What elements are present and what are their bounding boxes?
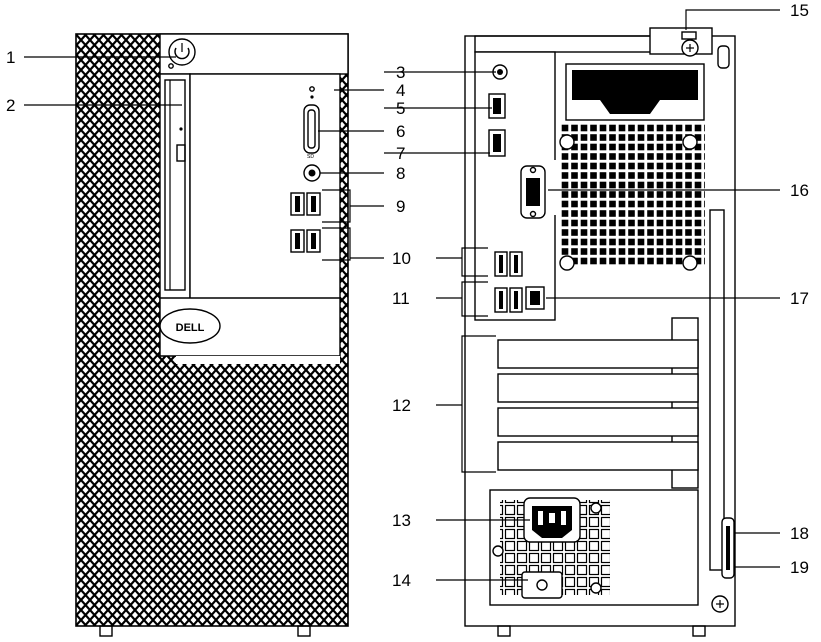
front-foot-right xyxy=(297,625,311,637)
power-light xyxy=(168,63,174,69)
callout-10: 10 xyxy=(392,249,411,268)
hdmi-port xyxy=(488,93,506,119)
optical-drive-slot xyxy=(164,79,186,291)
callout-13: 13 xyxy=(392,511,411,530)
callout-lines xyxy=(24,9,780,581)
dell-logo-badge xyxy=(159,308,221,344)
front-usb2-ports xyxy=(290,192,321,216)
sd-card-reader xyxy=(303,104,320,154)
rear-view xyxy=(464,27,736,637)
rear-fan-vent xyxy=(560,122,705,267)
callout-19: 19 xyxy=(790,558,809,577)
expansion-card-slots xyxy=(497,317,699,489)
power-icon xyxy=(174,47,190,60)
callout-11: 11 xyxy=(392,289,410,308)
vga-port xyxy=(520,165,546,219)
callout-16: 16 xyxy=(790,181,809,200)
psu-diagnostic-light xyxy=(521,571,563,599)
rear-foot-right xyxy=(692,625,706,637)
callout-6: 6 xyxy=(396,122,405,141)
front-foot-left xyxy=(99,625,113,637)
callout-14: 14 xyxy=(392,571,411,590)
drive-activity-light xyxy=(309,86,315,92)
eject-button xyxy=(176,144,186,162)
rear-usb2-ports xyxy=(494,251,523,277)
front-view: SD DELL xyxy=(75,33,349,637)
callout-9: 9 xyxy=(396,197,405,216)
callout-12: 12 xyxy=(392,396,411,415)
padlock-ring-bracket xyxy=(649,27,713,55)
callout-8: 8 xyxy=(396,164,405,183)
callout-7: 7 xyxy=(396,144,405,163)
front-usb3-ports xyxy=(290,229,321,253)
callout-4: 4 xyxy=(396,81,405,100)
eject-indicator xyxy=(179,127,183,131)
displayport xyxy=(488,129,506,157)
rear-usb3-ports xyxy=(494,287,523,313)
rear-foot-left xyxy=(497,625,511,637)
callout-3: 3 xyxy=(396,63,405,82)
callout-1: 1 xyxy=(6,48,15,67)
callout-18: 18 xyxy=(790,524,809,543)
callout-2: 2 xyxy=(6,96,15,115)
callout-5: 5 xyxy=(396,99,405,118)
callout-numbers: 1 2 3 4 5 6 7 8 9 10 11 12 13 14 15 16 1… xyxy=(6,1,809,590)
dell-logo: DELL xyxy=(176,322,205,334)
callout-17: 17 xyxy=(790,289,809,308)
network-port xyxy=(525,286,545,310)
sd-label: SD xyxy=(307,154,314,160)
callout-15: 15 xyxy=(790,1,809,20)
side-cover-rail xyxy=(709,209,725,571)
